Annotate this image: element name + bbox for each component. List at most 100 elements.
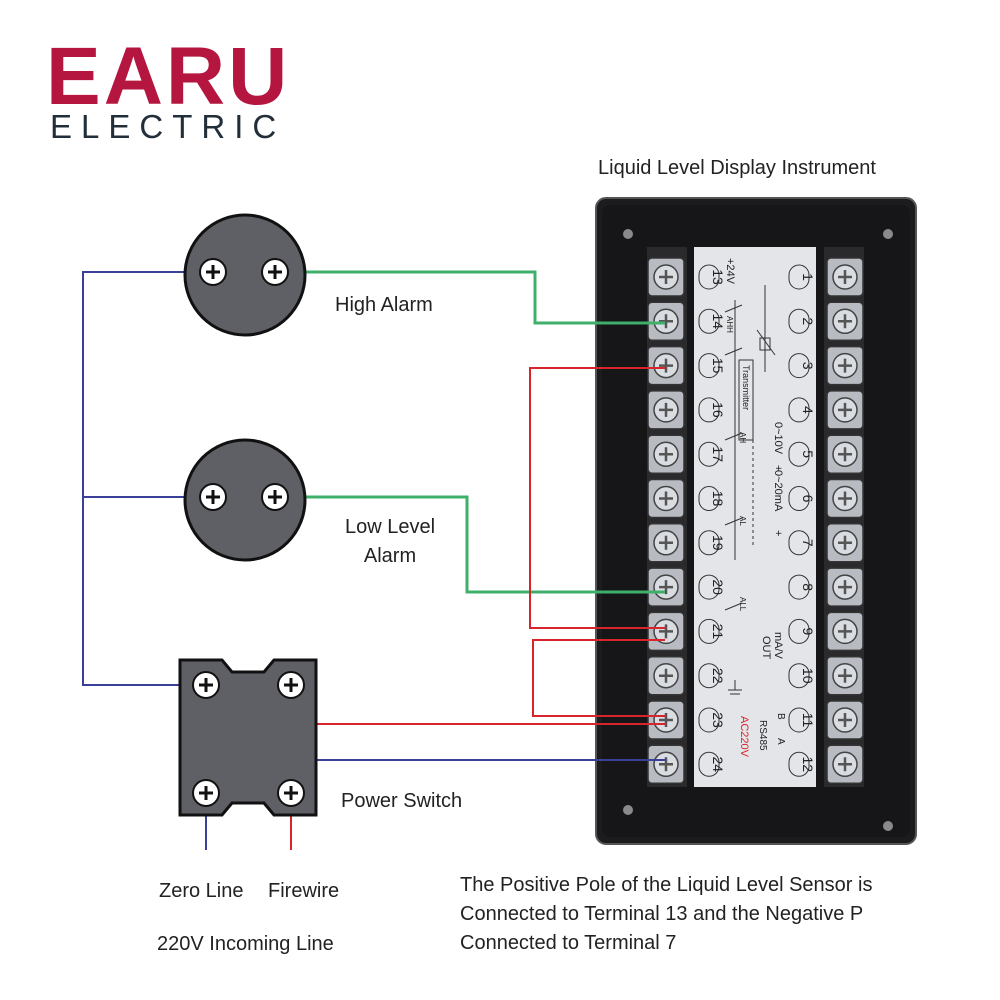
- label-plus-b: +: [772, 530, 784, 536]
- brand-subtitle: ELECTRIC: [50, 108, 286, 145]
- brand-logo: EARU: [46, 31, 291, 122]
- screw-icon: [883, 229, 893, 239]
- terminal-number-17: 17: [698, 441, 726, 467]
- power-switch-label: Power Switch: [341, 790, 463, 812]
- low-level-alarm-line2: Alarm: [363, 545, 417, 567]
- svg-text:14: 14: [710, 314, 726, 330]
- terminal-screw: [647, 611, 685, 652]
- terminal-number-3: 3: [788, 353, 816, 379]
- label-panel: [694, 247, 816, 787]
- terminal-number-4: 4: [788, 397, 816, 423]
- svg-text:21: 21: [710, 624, 726, 640]
- svg-text:5: 5: [800, 450, 816, 458]
- label-all: ALL: [738, 597, 747, 612]
- svg-text:10: 10: [800, 668, 816, 684]
- panel-schematic: [724, 285, 776, 695]
- terminal-screw: [826, 700, 864, 740]
- svg-text:24: 24: [710, 757, 726, 773]
- label-al: AL: [738, 516, 747, 526]
- terminal-screw: [647, 478, 685, 519]
- high-alarm-sensor: [183, 213, 307, 337]
- terminal-number-15: 15: [698, 353, 726, 379]
- terminal-number-5: 5: [788, 441, 816, 467]
- label-plus-a: +: [772, 465, 784, 471]
- terminal-screw: [647, 567, 685, 607]
- terminal-screw: [826, 523, 864, 563]
- terminal-number-11: 11: [788, 707, 816, 733]
- note-line-1: The Positive Pole of the Liquid Level Se…: [460, 874, 873, 896]
- terminal-number-21: 21: [698, 618, 726, 644]
- terminal-screw: [826, 257, 864, 297]
- instrument-body: [595, 197, 917, 845]
- terminal-screw: [826, 478, 864, 519]
- label-a: A: [775, 738, 786, 745]
- right-terminal-block: [826, 257, 864, 785]
- terminal-screw: [647, 257, 685, 297]
- terminal-number-12: 12: [788, 751, 816, 777]
- wire-green-high: [304, 270, 665, 325]
- svg-text:11: 11: [800, 713, 816, 728]
- label-out: OUT: [760, 636, 772, 660]
- svg-text:22: 22: [710, 668, 726, 684]
- wire-red-21-23: [532, 639, 665, 717]
- terminal-number-13: 13: [698, 264, 726, 290]
- svg-text:3: 3: [800, 362, 816, 370]
- label-transmitter: Transmitter: [741, 365, 751, 410]
- instrument-title: Liquid Level Display Instrument: [598, 157, 876, 179]
- terminal-number-7: 7: [788, 530, 816, 556]
- terminal-screw: [647, 700, 685, 740]
- terminal-number-22: 22: [698, 663, 726, 689]
- terminal-screw: [826, 611, 864, 652]
- terminal-screw: [826, 301, 864, 342]
- left-terminal-block: [647, 257, 685, 785]
- svg-text:18: 18: [710, 491, 726, 507]
- power-switch: [178, 658, 318, 817]
- green-wires: [304, 270, 665, 594]
- terminal-number-2: 2: [788, 308, 816, 334]
- terminal-screw: [826, 744, 864, 785]
- label-0-10v: 0~10V: [772, 422, 784, 455]
- terminal-number-8: 8: [788, 574, 816, 600]
- svg-text:1: 1: [800, 273, 816, 281]
- terminal-screw: [647, 655, 685, 696]
- label-rs485: RS485: [757, 720, 768, 751]
- low-alarm-sensor: [183, 438, 307, 562]
- svg-text:19: 19: [710, 535, 726, 551]
- terminal-number-9: 9: [788, 618, 816, 644]
- terminal-number-10: 10: [788, 663, 816, 689]
- svg-text:6: 6: [800, 495, 816, 503]
- terminal-screw: [647, 744, 685, 785]
- terminal-screw: [647, 434, 685, 474]
- wire-red-15: [529, 367, 665, 629]
- wire-blue-common: [82, 271, 188, 686]
- terminal-number-23: 23: [698, 707, 726, 733]
- svg-text:9: 9: [800, 628, 816, 636]
- label-0-20ma: 0~20mA: [772, 470, 784, 512]
- terminal-number-18: 18: [698, 486, 726, 511]
- svg-text:2: 2: [800, 317, 816, 325]
- terminal-screw: [826, 390, 864, 430]
- svg-text:4: 4: [800, 406, 816, 414]
- terminal-number-19: 19: [698, 530, 726, 556]
- wire-green-low: [304, 495, 665, 594]
- screw-icon: [623, 229, 633, 239]
- svg-text:17: 17: [710, 446, 726, 462]
- terminal-number-24: 24: [698, 751, 726, 777]
- svg-text:23: 23: [710, 712, 726, 728]
- svg-text:7: 7: [800, 539, 816, 547]
- terminal-number-1: 1: [788, 264, 816, 290]
- high-alarm-label: High Alarm: [335, 294, 433, 316]
- firewire-label: Firewire: [268, 880, 340, 902]
- terminal-screw: [826, 434, 864, 474]
- svg-text:8: 8: [800, 583, 816, 591]
- terminal-screw: [826, 567, 864, 607]
- label-ma-v: mA/V: [772, 632, 784, 660]
- terminal-number-6: 6: [788, 486, 816, 511]
- svg-text:13: 13: [710, 269, 726, 285]
- label-ac220v: AC220V: [738, 716, 750, 758]
- label-24v: +24V: [724, 258, 736, 285]
- label-b: B: [775, 713, 786, 720]
